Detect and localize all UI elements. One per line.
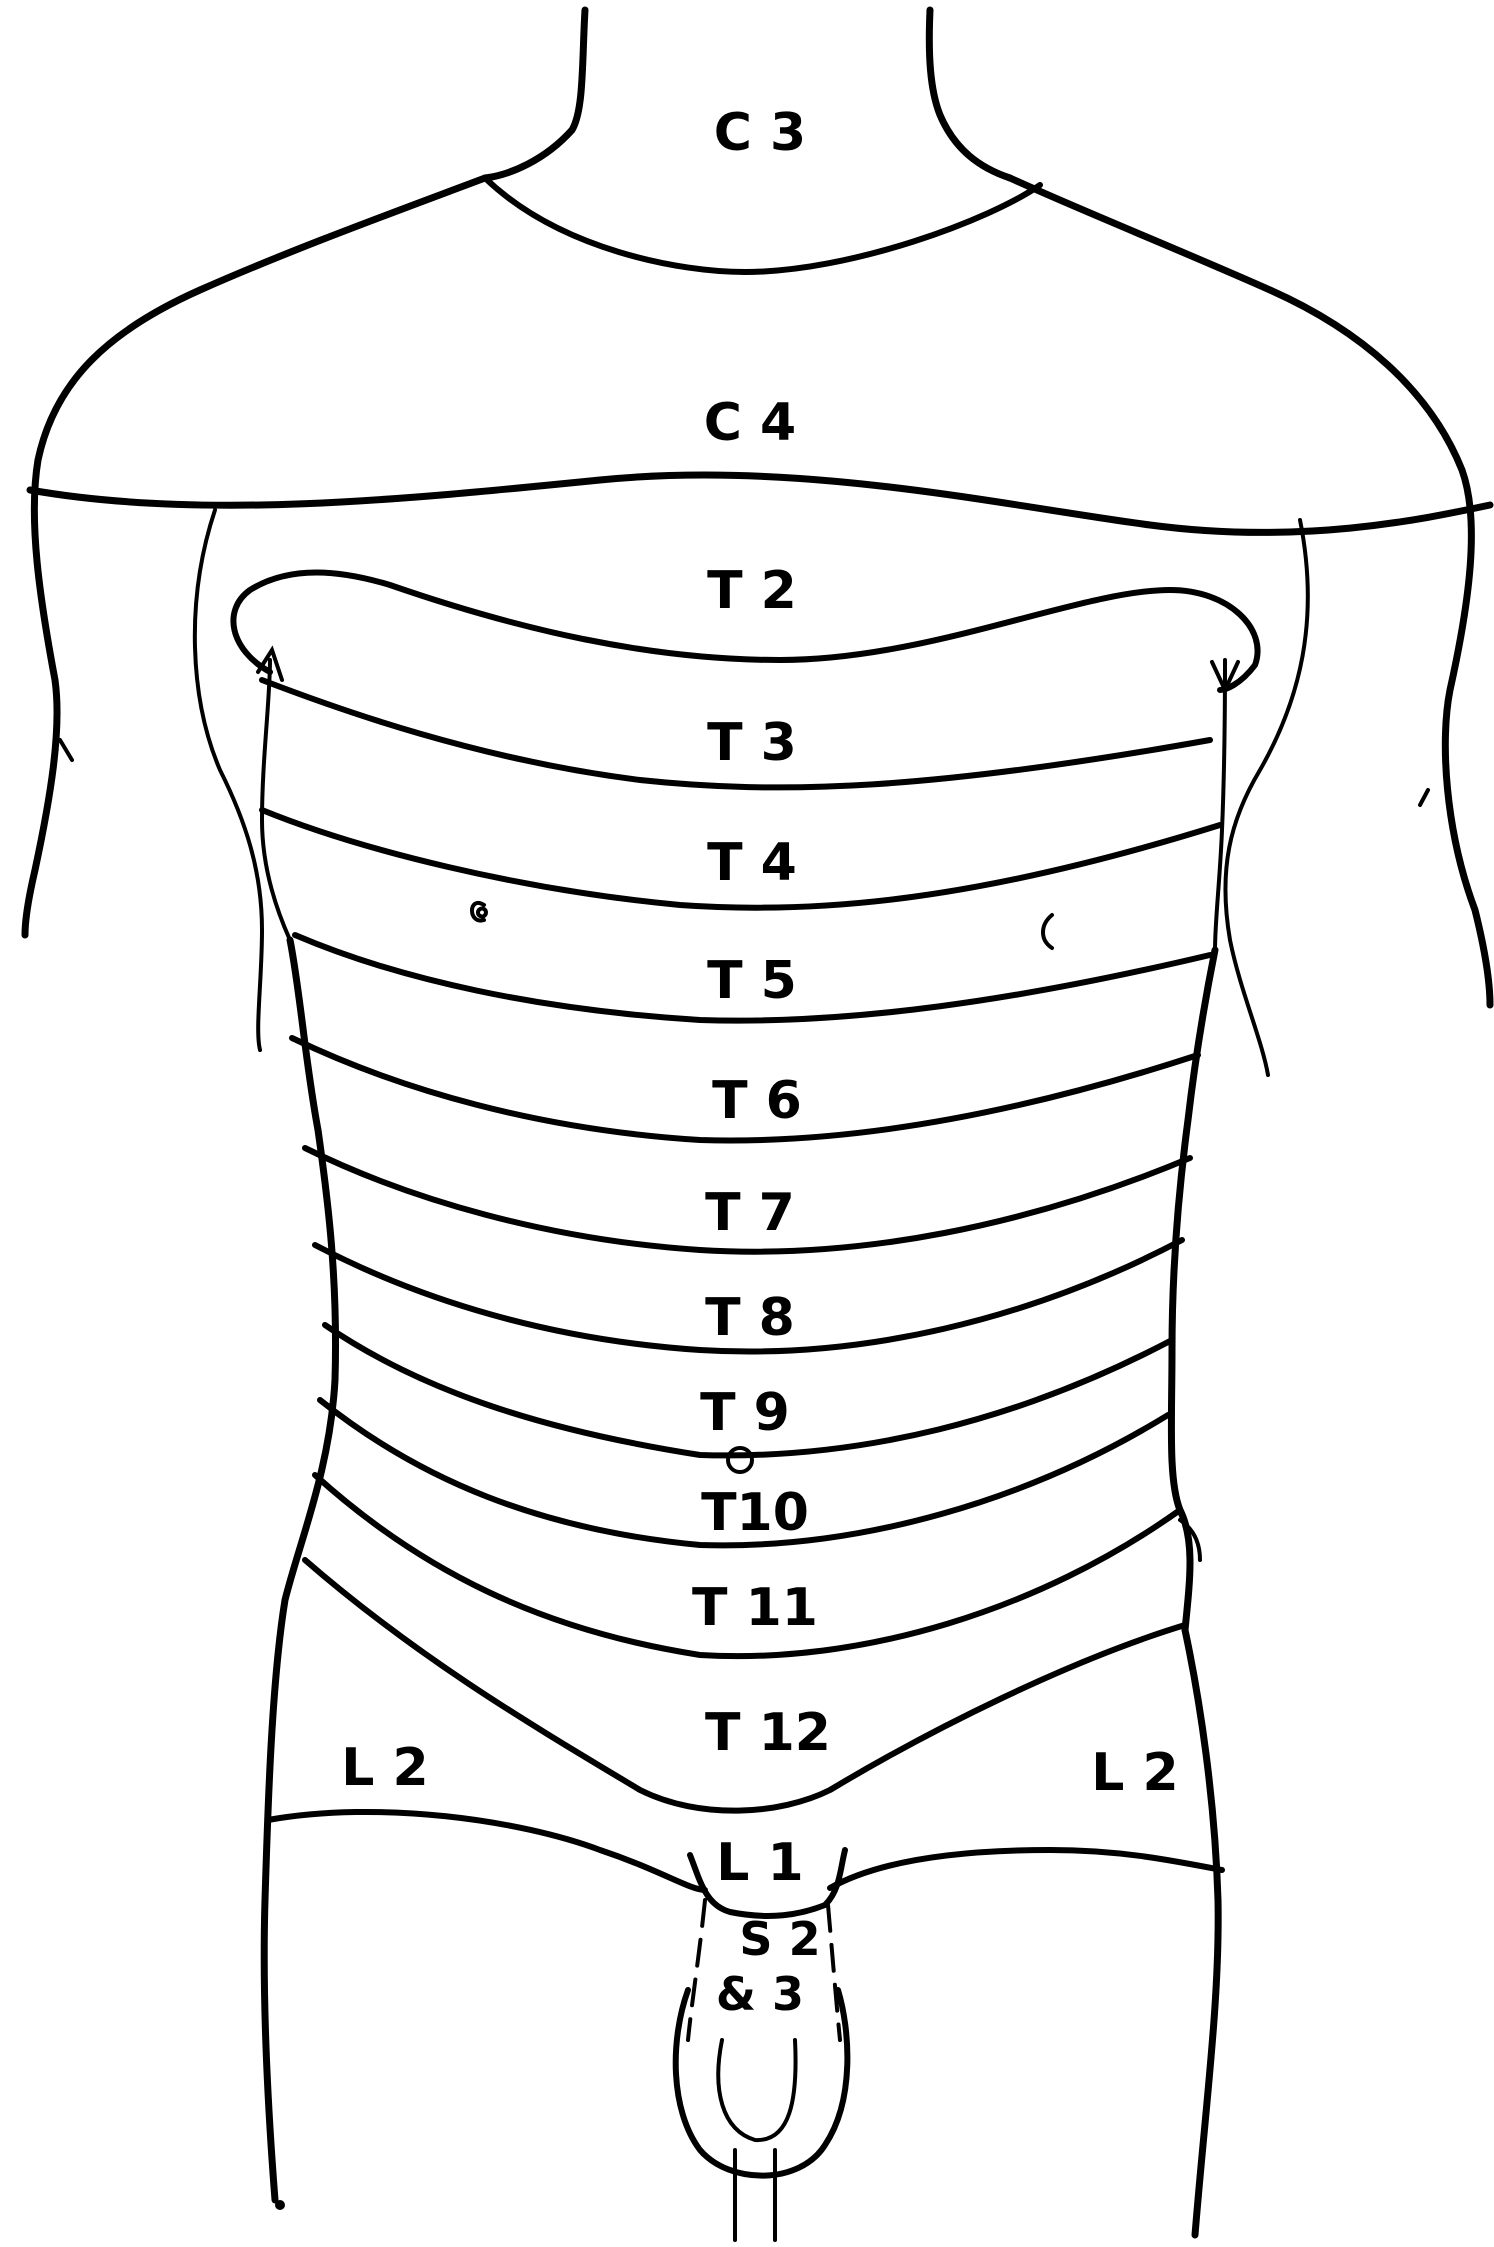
scrotum-right-dashed [828,1905,840,2040]
shoulder-band-line [30,475,1490,532]
left-inguinal-line [268,1812,705,1890]
label-l1: L 1 [716,1833,803,1893]
left-arm-tick [60,740,72,760]
bottom-left-dot [275,2200,285,2210]
label-t8: T 8 [705,1288,795,1348]
right-torso-side-line [1215,660,1225,950]
left-shoulder-arm-outline [25,178,485,935]
left-nipple [472,903,486,921]
scrotum-inner [718,2040,795,2140]
label-t2: T 2 [707,561,797,621]
label-t12: T 12 [705,1703,831,1763]
right-shoulder-arm-outline [1010,178,1490,1005]
torso-left-outline [264,940,335,2200]
label-t10: T10 [701,1483,809,1543]
neck-right-outline [929,10,1010,178]
label-l2-left: L 2 [341,1738,428,1798]
label-t7: T 7 [705,1183,795,1243]
label-s3: & 3 [716,1967,804,2021]
right-inner-arm-line [1225,520,1307,1075]
left-torso-side-line [262,660,290,940]
label-l2-right: L 2 [1091,1743,1178,1803]
right-inguinal-line [830,1850,1222,1888]
label-s2: S 2 [739,1912,820,1966]
neck-left-outline [485,10,585,178]
label-t5: T 5 [707,951,797,1011]
right-nipple [1043,915,1052,948]
neckline-c3-c4 [485,178,1040,272]
label-t9: T 9 [700,1383,790,1443]
umbilicus [728,1448,752,1472]
label-t11: T 11 [692,1578,818,1638]
label-t3: T 3 [707,713,797,773]
label-c4: C 4 [704,393,796,453]
label-c3: C 3 [714,103,806,163]
label-t6: T 6 [712,1071,802,1131]
right-arm-tick [1420,790,1428,805]
label-t4: T 4 [707,833,797,893]
scrotum-left-dashed [688,1900,705,2040]
torso-right-outline [1171,950,1218,2235]
